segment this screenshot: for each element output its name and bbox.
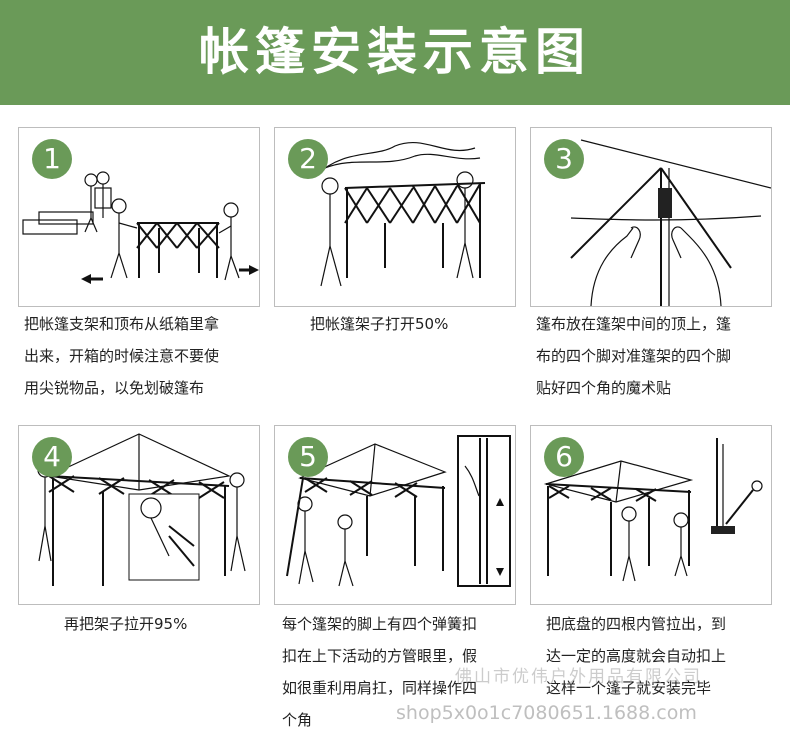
step-3-badge: 3 [544, 139, 584, 179]
step-1-caption: 把帐篷支架和顶布从纸箱里拿 出来，开箱的时候注意不要使 用尖锐物品，以免划破篷布 [24, 308, 264, 404]
step-3-illustration [570, 139, 771, 306]
step-6-panel: 6 [530, 425, 772, 605]
step-5-illustration [286, 435, 511, 587]
watermark-url: shop5x0o1c7080651.1688.com [396, 702, 697, 724]
step-3-caption-line: 贴好四个角的魔术贴 [536, 379, 672, 397]
step-6-illustration [543, 438, 763, 582]
step-6-caption-line: 这样一个篷子就安装完毕 [546, 679, 712, 697]
step-1-illustration [22, 171, 259, 284]
step-3-caption: 篷布放在篷架中间的顶上，篷 布的四个脚对准篷架的四个脚 贴好四个角的魔术贴 [536, 308, 776, 404]
step-2-illustration [314, 141, 486, 287]
step-4-caption: 再把架子拉开95% [64, 608, 264, 640]
step-5-badge: 5 [288, 437, 328, 477]
step-1-caption-line: 用尖锐物品，以免划破篷布 [24, 379, 205, 397]
step-4-caption-line: 再把架子拉开95% [64, 615, 188, 633]
step-2-caption: 把帐篷架子打开50% [310, 308, 510, 340]
step-4-illustration [37, 433, 246, 586]
watermark-company: 佛山市优伟户外用品有限公司 [455, 667, 702, 687]
step-1-badge: 1 [32, 139, 72, 179]
step-2-caption-line: 把帐篷架子打开50% [310, 315, 449, 333]
step-2-panel: 2 [274, 127, 516, 307]
step-6-badge: 6 [544, 437, 584, 477]
step-1-caption-line: 把帐篷支架和顶布从纸箱里拿 [24, 315, 220, 333]
step-3-caption-line: 布的四个脚对准篷架的四个脚 [536, 347, 732, 365]
step-3-panel: 3 [530, 127, 772, 307]
step-5-caption-line: 个角 [282, 711, 313, 729]
step-6-caption-line: 达一定的高度就会自动扣上 [546, 647, 727, 665]
step-5-panel: 5 [274, 425, 516, 605]
step-1-caption-line: 出来，开箱的时候注意不要使 [24, 347, 220, 365]
step-2-badge: 2 [288, 139, 328, 179]
step-5-caption-line: 扣在上下活动的方管眼里，假 [282, 647, 478, 665]
step-5-caption-line: 每个篷架的脚上有四个弹簧扣 [282, 615, 478, 633]
step-4-panel: 4 [18, 425, 260, 605]
step-6-caption-line: 把底盘的四根内管拉出，到 [546, 615, 727, 633]
step-4-badge: 4 [32, 437, 72, 477]
header-banner: 帐篷安装示意图 [0, 0, 790, 105]
step-3-caption-line: 篷布放在篷架中间的顶上，篷 [536, 315, 732, 333]
step-1-panel: 1 [18, 127, 260, 307]
step-5-caption: 每个篷架的脚上有四个弹簧扣 扣在上下活动的方管眼里，假 如很重利用肩扛，同样操作… [282, 608, 522, 736]
step-6-caption: 把底盘的四根内管拉出，到 达一定的高度就会自动扣上 这样一个篷子就安装完毕 [546, 608, 776, 704]
page-title: 帐篷安装示意图 [199, 23, 591, 81]
step-5-caption-line: 如很重利用肩扛，同样操作四 [282, 679, 478, 697]
